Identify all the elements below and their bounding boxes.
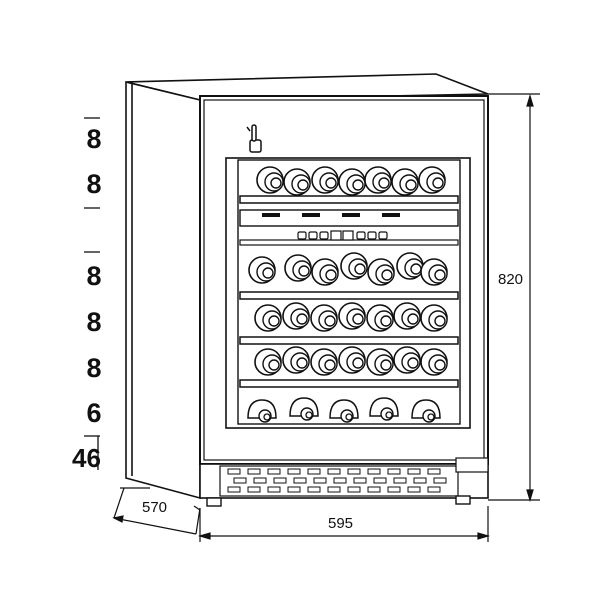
vent-slot bbox=[347, 486, 361, 493]
shelf-4 bbox=[239, 379, 459, 388]
vent-slot bbox=[427, 486, 441, 493]
vent-slot bbox=[407, 468, 421, 475]
capacity-row-3: 8 bbox=[86, 261, 102, 291]
vent-slot bbox=[307, 468, 321, 475]
vent-slot bbox=[393, 477, 407, 484]
vent-slot bbox=[267, 486, 281, 493]
vent-slot bbox=[347, 468, 361, 475]
vent-slot bbox=[307, 486, 321, 493]
capacity-total: 46 bbox=[72, 443, 101, 473]
width-dimension-line bbox=[197, 506, 491, 542]
width-label: 595 bbox=[328, 515, 354, 532]
vent-slot bbox=[287, 468, 301, 475]
vent-slot bbox=[327, 486, 341, 493]
vent-slot bbox=[387, 468, 401, 475]
vent-slot bbox=[273, 477, 287, 484]
vent-slot bbox=[327, 468, 341, 475]
capacity-row-2: 8 bbox=[86, 169, 102, 199]
vent-slot bbox=[313, 477, 327, 484]
vent-slot bbox=[367, 468, 381, 475]
shelves bbox=[239, 195, 459, 388]
cabinet-body bbox=[125, 73, 489, 500]
capacity-row-6: 6 bbox=[86, 398, 102, 428]
capacity-row-1: 8 bbox=[86, 124, 102, 154]
vent-slot bbox=[433, 477, 447, 484]
vent-slot bbox=[427, 468, 441, 475]
vent-slot bbox=[367, 486, 381, 493]
vent-slot bbox=[253, 477, 267, 484]
vent-slot bbox=[247, 486, 261, 493]
vent-slot bbox=[267, 468, 281, 475]
touch-hand-icon bbox=[246, 124, 262, 153]
capacity-row-5: 8 bbox=[86, 353, 102, 383]
capacity-row-4: 8 bbox=[86, 307, 102, 337]
vent-slot bbox=[247, 468, 261, 475]
vent-slot bbox=[227, 486, 241, 493]
vent-slots bbox=[227, 468, 447, 493]
height-dimension-line bbox=[488, 93, 540, 503]
vent-slot bbox=[353, 477, 367, 484]
vent-slot bbox=[387, 486, 401, 493]
vent-slot bbox=[293, 477, 307, 484]
vent-slot bbox=[413, 477, 427, 484]
feet bbox=[206, 495, 471, 507]
depth-label: 570 bbox=[142, 499, 168, 516]
depth-dimension-line bbox=[112, 487, 201, 535]
height-label: 820 bbox=[498, 271, 524, 288]
vent-slot bbox=[407, 486, 421, 493]
capacity-separators bbox=[84, 117, 100, 470]
shelf-1 bbox=[239, 195, 459, 204]
vent-slot bbox=[333, 477, 347, 484]
vent-slot bbox=[233, 477, 247, 484]
vent-slot bbox=[287, 486, 301, 493]
vent-slot bbox=[227, 468, 241, 475]
control-panel bbox=[239, 209, 459, 246]
vent-slot bbox=[373, 477, 387, 484]
shelf-2 bbox=[239, 291, 459, 300]
shelf-3 bbox=[239, 336, 459, 345]
